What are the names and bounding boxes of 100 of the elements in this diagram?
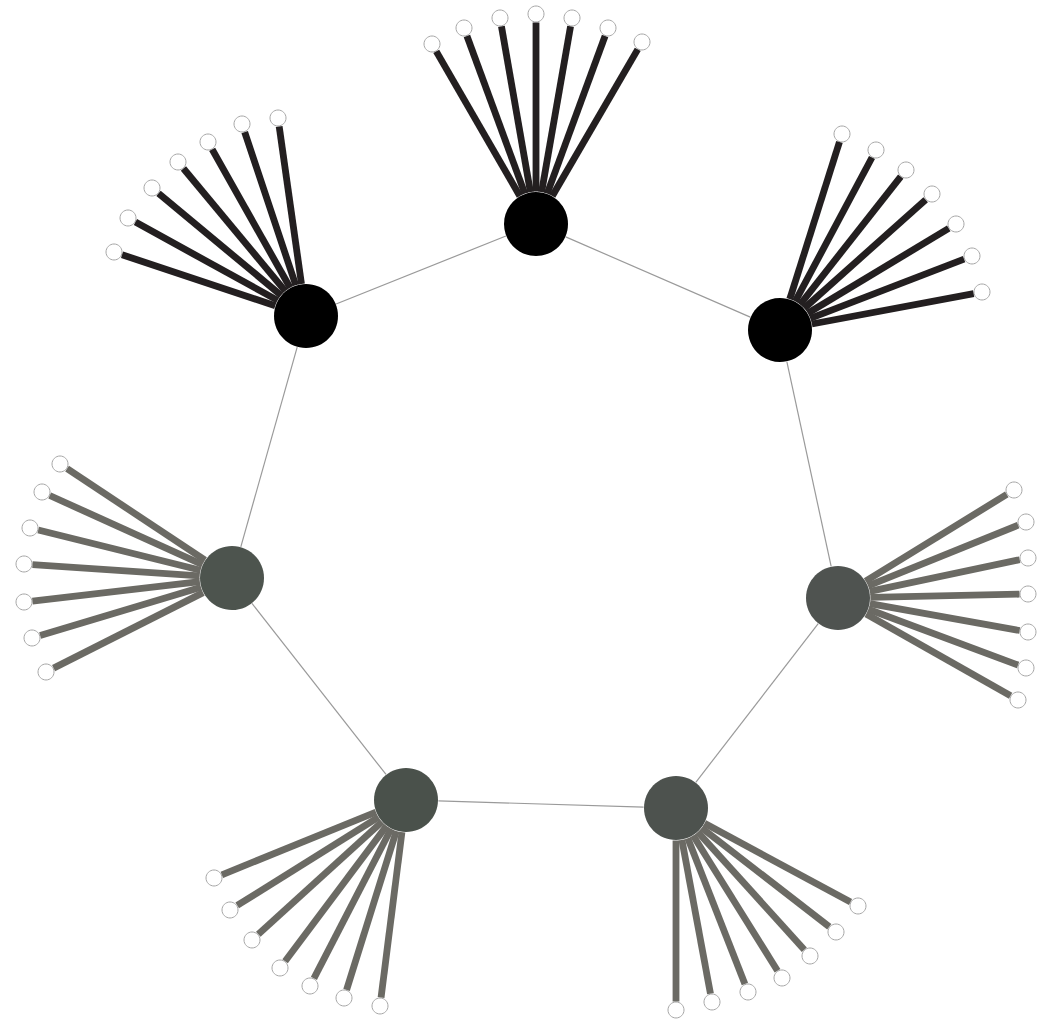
leaf-circle <box>33 483 51 501</box>
leaf-circle <box>849 897 867 915</box>
leaf-circle <box>833 125 851 143</box>
connector-line <box>437 800 645 808</box>
leaf-circle <box>21 519 39 537</box>
connector-line <box>565 236 751 318</box>
leaf-circle <box>105 243 123 261</box>
spoke-line <box>220 809 378 878</box>
leaf-circle <box>143 179 161 197</box>
leaf-circle <box>773 969 791 987</box>
spoke-line <box>863 491 1009 584</box>
leaf-circle <box>527 5 545 23</box>
spoke-line <box>156 190 284 298</box>
spoke-line <box>343 829 400 991</box>
leaf-circle <box>963 247 981 265</box>
connector-line <box>335 235 507 305</box>
hub-circle <box>644 776 708 840</box>
leaf-circle <box>947 215 965 233</box>
hub-circle <box>806 566 870 630</box>
leaf-circle <box>423 35 441 53</box>
spoke-line <box>235 814 381 909</box>
hub-circle <box>374 768 438 832</box>
leaf-circle <box>243 931 261 949</box>
leaf-circle <box>301 977 319 995</box>
spoke-line <box>538 25 574 193</box>
spoke-line <box>48 492 204 568</box>
hub-circle <box>200 546 264 610</box>
leaf-circle <box>563 9 581 27</box>
leaf-circle <box>973 283 991 301</box>
spoke-line <box>806 225 951 317</box>
leaf-circle <box>1017 513 1035 531</box>
leaf-circle <box>271 959 289 977</box>
spoke-line <box>702 820 853 905</box>
leaf-circle <box>1017 659 1035 677</box>
spoke-line <box>699 825 832 930</box>
spoke-line <box>786 141 843 301</box>
hub-circle <box>504 192 568 256</box>
spoke-line <box>121 251 277 309</box>
leaf-circle <box>205 869 223 887</box>
spoke-line <box>792 155 875 303</box>
spoke-line <box>690 833 781 973</box>
spoke-line <box>275 125 305 285</box>
spoke-line <box>809 255 966 322</box>
leaf-circle <box>491 9 509 27</box>
spoke-line <box>498 25 534 193</box>
spoke-line <box>32 578 201 605</box>
spoke-line <box>256 819 385 937</box>
spoke-line <box>209 147 294 290</box>
spoke-line <box>811 290 975 328</box>
leaf-circle <box>371 997 389 1015</box>
spoke-line <box>864 611 1013 699</box>
spoke-line <box>32 561 200 580</box>
spoke-line <box>377 831 406 998</box>
spoke-line <box>544 34 609 195</box>
leaf-circle <box>923 185 941 203</box>
leaf-circle <box>1019 549 1037 567</box>
spoke-line <box>282 823 390 964</box>
leaf-circle <box>1019 623 1037 641</box>
leaf-circle <box>1019 585 1037 603</box>
spoke-line <box>695 829 807 952</box>
spoke-line <box>870 590 1020 601</box>
leaf-circle <box>37 663 55 681</box>
leaf-circle <box>335 989 353 1007</box>
spoke-line <box>52 589 205 672</box>
leaf-circle <box>1009 691 1027 709</box>
leaf-circle <box>1005 481 1023 499</box>
spoke-line <box>684 836 749 986</box>
leaf-circle <box>199 133 217 151</box>
spoke-line <box>549 47 641 198</box>
leaf-circle <box>897 161 915 179</box>
hub-circle <box>748 298 812 362</box>
spoke-line <box>869 556 1021 595</box>
hub-circle <box>274 284 338 348</box>
leaf-circle <box>867 141 885 159</box>
spoke-line <box>866 522 1020 589</box>
leaf-circle <box>23 629 41 647</box>
leaf-circle <box>15 593 33 611</box>
connector-line <box>251 602 387 776</box>
leaf-circle <box>827 923 845 941</box>
spoke-line <box>133 219 280 304</box>
leaf-circle <box>221 901 239 919</box>
leaf-circle <box>169 153 187 171</box>
leaf-circle <box>633 33 651 51</box>
connector-line <box>786 361 832 567</box>
spoke-line <box>801 197 928 311</box>
leaf-circle <box>15 555 33 573</box>
spoke-line <box>65 465 207 563</box>
spoke-line <box>37 526 202 574</box>
leaf-circle <box>269 109 287 127</box>
leaf-circle <box>667 1001 685 1019</box>
connector-line <box>695 623 819 783</box>
spoke-line <box>241 130 299 287</box>
spoke-line <box>532 22 540 192</box>
spoke-line <box>869 600 1021 634</box>
leaf-circle <box>703 993 721 1011</box>
spoke-line <box>797 174 904 307</box>
spoke-line <box>39 584 202 639</box>
spoke-line <box>180 166 288 294</box>
leaf-circle <box>739 983 757 1001</box>
leaf-circle <box>599 19 617 37</box>
